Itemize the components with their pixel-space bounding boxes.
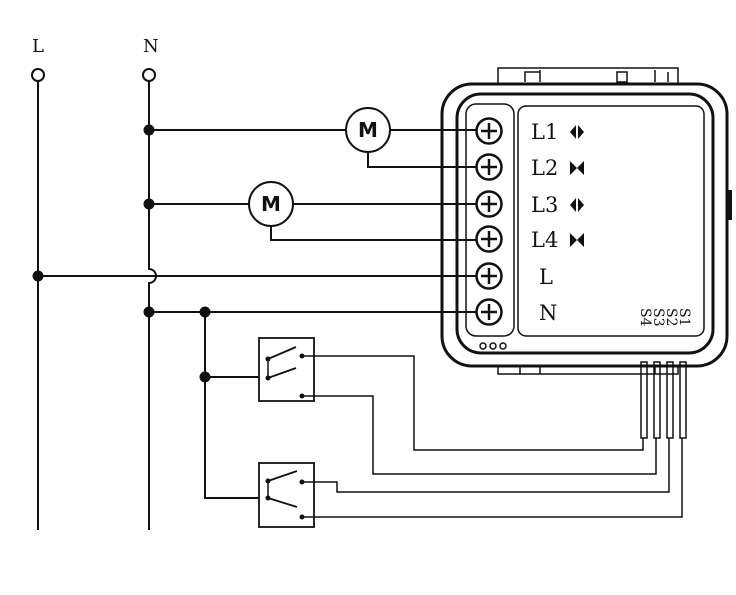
screw-terminal-l2	[475, 153, 503, 181]
motor1-l2-wire	[367, 151, 477, 168]
s4-wire	[304, 355, 644, 451]
screw-terminal-l4	[475, 225, 503, 253]
bowtie-icon	[570, 161, 584, 175]
terminal-label-n: N	[539, 301, 557, 325]
screw-terminal-n	[475, 298, 503, 326]
junction-dot	[143, 198, 155, 210]
up-down-arrow-icon	[570, 125, 584, 139]
up-down-arrow-icon	[570, 198, 584, 212]
line-terminal-icon	[31, 68, 45, 82]
screw-terminal-l	[475, 262, 503, 290]
s3-wire	[304, 395, 657, 475]
terminal-label-l2: L2	[531, 156, 558, 180]
junction-dot	[143, 124, 155, 136]
neutral-bus-label: N	[143, 36, 159, 57]
s1-wire	[304, 438, 683, 518]
motor1-symbol: M	[358, 118, 378, 142]
terminal-label-l1: L1	[531, 120, 558, 144]
screw-terminal-l1	[475, 117, 503, 145]
terminal-label-l: L	[539, 265, 553, 289]
switch-common-wire	[204, 312, 259, 499]
bowtie-icon	[570, 233, 584, 247]
junction-dot	[199, 371, 211, 383]
motor2-l4-wire	[270, 225, 477, 241]
junction-dot	[143, 306, 155, 318]
terminal-label-l4: L4	[531, 228, 558, 252]
screw-terminal-l3	[475, 190, 503, 218]
switch-input-label-s4: S4	[637, 308, 653, 327]
switch-input-label-s2: S2	[663, 308, 679, 327]
switch-input-label-s1: S1	[676, 308, 692, 327]
neutral-bus-wire	[148, 81, 157, 530]
motor2-symbol: M	[261, 192, 281, 216]
junction-dot	[199, 306, 211, 318]
s2-wire	[304, 438, 670, 493]
terminal-label-l3: L3	[531, 193, 558, 217]
motor-2: M	[248, 181, 294, 227]
switch-input-label-s3: S3	[650, 308, 666, 327]
junction-dot	[32, 270, 44, 282]
motor-1: M	[345, 107, 391, 153]
line-bus-label: L	[32, 36, 44, 57]
relay-module	[440, 67, 732, 375]
neutral-terminal-icon	[142, 68, 156, 82]
wall-switch-1	[258, 337, 315, 402]
